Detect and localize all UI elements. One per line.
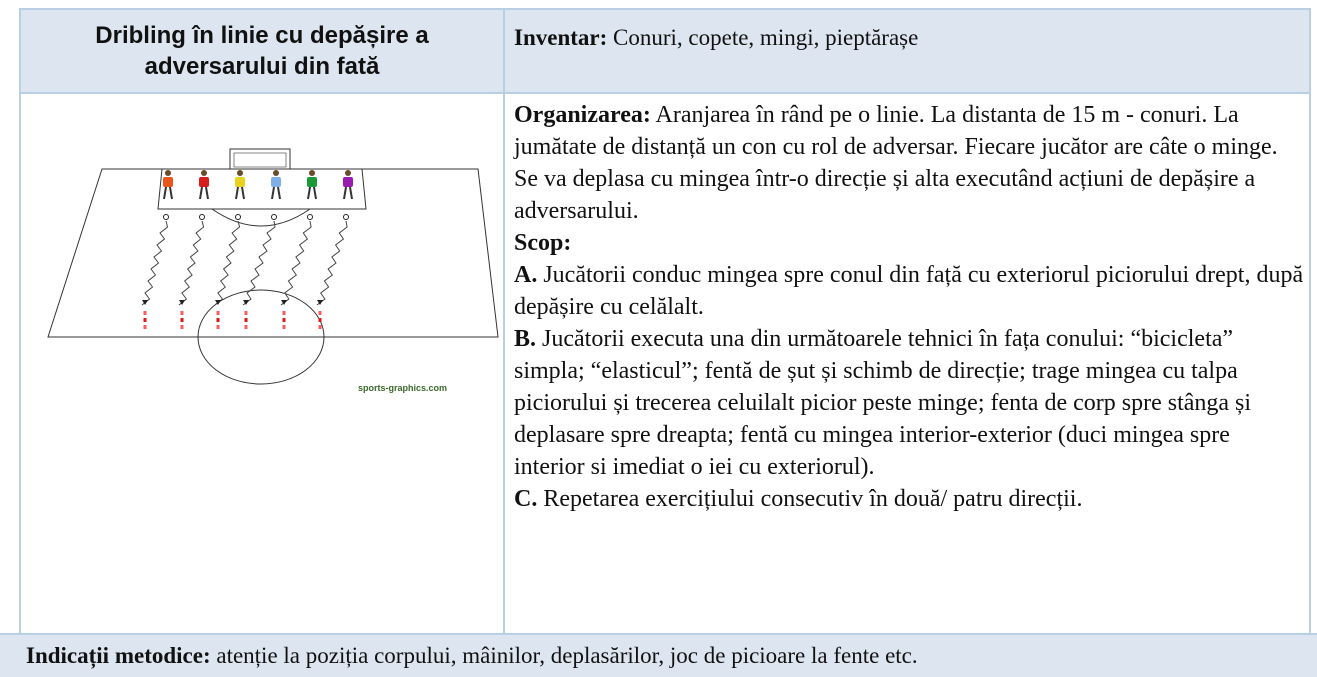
cone [282,311,286,329]
scop-a-text: Jucătorii conduc mingea spre conul din f… [514,262,1304,320]
player-legs [343,186,353,200]
dribble-arrow [179,300,185,305]
player-head [165,170,171,176]
ball [343,214,349,220]
center-circle [197,289,325,385]
dribble-path [141,220,169,306]
player-legs [271,186,281,200]
scop-b-label: B. [514,326,537,352]
player-head [273,170,279,176]
scop-c-text: Repetarea exercițiului consecutiv în dou… [537,486,1083,512]
ball [235,214,241,220]
dribble-path [316,220,348,306]
player-head [345,170,351,176]
scop-label: Scop: [514,230,572,256]
table-border-right [1309,8,1311,634]
player-figure [235,170,245,220]
player-legs [163,186,173,200]
drill-diagram: sports-graphics.com [47,148,499,393]
dribble-path [242,220,276,306]
inventar-label: Inventar: [514,25,608,50]
player-head [309,170,315,176]
dribble-path [214,220,241,306]
player-shirt [163,177,173,187]
player-head [237,170,243,176]
cones-group [143,311,322,329]
player-shirt [271,177,281,187]
player-shirt [235,177,245,187]
dribble-paths-group [141,220,348,306]
cone [216,311,220,329]
indicatii-text: atenție la poziția corpului, mâinilor, d… [210,643,918,668]
cone [143,311,147,329]
player-figure [271,170,281,220]
dribble-path [280,220,312,306]
exercise-title: Dribling în linie cu depășire a adversar… [20,9,504,93]
dribble-arrow [281,300,287,305]
player-shirt [199,177,209,187]
organizarea-paragraph: Organizarea: Aranjarea în rând pe o lini… [514,99,1304,227]
drill-diagram-cell: sports-graphics.com [20,93,504,634]
table-border-center [503,8,505,634]
table-border-left [19,8,21,634]
player-head [201,170,207,176]
cone [318,311,322,329]
player-legs [235,186,245,200]
player-figure [307,170,317,220]
player-legs [199,186,209,200]
penalty-arc [211,208,311,227]
table-border-lower [0,633,1317,635]
player-figure [343,170,353,220]
inventar-text: Conuri, copete, mingi, pieptărașe [607,25,919,50]
scop-heading: Scop: [514,227,1304,259]
penalty-box [157,168,367,210]
ball [199,214,205,220]
ball [271,214,277,220]
organizarea-label: Organizarea: [514,102,651,128]
image-credit: sports-graphics.com [358,383,447,393]
dribble-arrow [142,300,148,305]
organizarea-text: Aranjarea în rând pe o linie. La distant… [514,102,1278,224]
scop-c-label: C. [514,486,538,512]
dribble-arrow [243,300,249,305]
player-figure [163,170,173,220]
player-figure [199,170,209,220]
cone [244,311,248,329]
indicatii-row: Indicații metodice: atenție la poziția c… [0,634,1317,677]
dribble-path [178,220,205,306]
players-group [163,170,353,220]
ball [163,214,169,220]
player-shirt [343,177,353,187]
goal [229,148,291,170]
cone [180,311,184,329]
scop-b-text: Jucătorii executa una din următoarele te… [514,326,1252,480]
scop-a-label: A. [514,262,538,288]
indicatii-label: Indicații metodice: [26,643,211,668]
exercise-title-text: Dribling în linie cu depășire a adversar… [95,22,429,80]
scop-b-paragraph: B. Jucătorii executa una din următoarele… [514,323,1304,483]
player-shirt [307,177,317,187]
ball [307,214,313,220]
content-cell: Organizarea: Aranjarea în rând pe o lini… [504,93,1310,634]
inventar-cell: Inventar: Conuri, copete, mingi, pieptăr… [504,9,1310,93]
dribble-arrow [317,300,323,305]
table-border-top [20,8,1310,10]
dribble-arrow [215,300,221,305]
player-legs [307,186,317,200]
scop-a-paragraph: A. Jucătorii conduc mingea spre conul di… [514,259,1304,323]
table-border-mid [20,92,1310,94]
scop-c-paragraph: C. Repetarea exercițiului consecutiv în … [514,483,1304,515]
